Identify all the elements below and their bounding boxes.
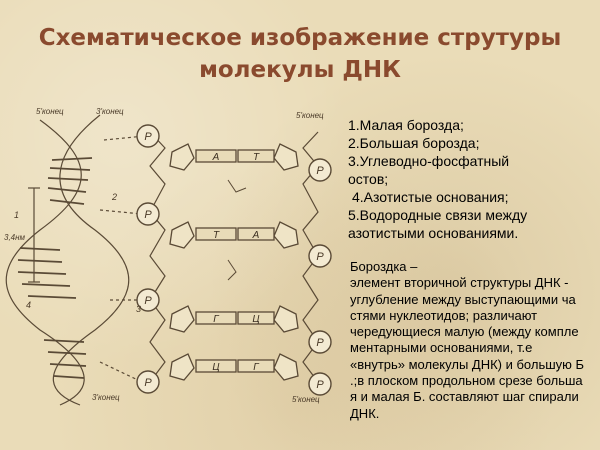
title-line-2: молекулы ДНК [199,57,401,83]
phosphate-label: P [316,337,324,349]
helix-strand-1 [5,119,85,406]
description-line: ДНК. [350,405,380,421]
helix-rungs [17,157,93,379]
legend-item-5-cont: азотистыми основаниями. [348,225,519,241]
base-pairs [195,149,275,373]
description-text: Бороздка – элемент вторичной структуры Д… [350,259,600,422]
legend-item-2: 2.Большая борозда; [348,135,480,151]
dna-diagram: P P P P P P P P А Т Т А Г Ц Ц Г [4,107,332,406]
base-label-left-2: Т [213,230,220,241]
end-label-3-left: 3'конец [96,107,124,116]
legend-item-3-cont: остов; [348,171,389,187]
page-title: Схематическое изображение струтуры молек… [0,22,600,86]
helix-number-1: 1 [14,210,19,220]
left-backbone [149,131,166,383]
phosphate-label: P [316,165,324,177]
helix-number-3: 3 [136,304,141,314]
phosphate-label: P [144,295,152,307]
description-line: углубление между выступающими ча [350,291,576,307]
sugar-pentagons-left [169,143,195,381]
base-label-left-1: А [212,152,220,163]
base-label-right-1: Т [253,152,260,163]
description-line: стями нуклеотидов; различают [350,307,538,323]
phosphate-groups-right [308,158,332,396]
end-label-5-bottom: 5'конец [292,395,320,404]
base-label-left-3: Г [213,314,220,325]
helix-strand-2 [52,114,130,406]
base-label-left-4: Ц [212,362,219,373]
phosphate-label: P [316,379,324,391]
description-line: Бороздка – [350,259,418,274]
legend-item-4: 4.Азотистые основания; [352,189,509,205]
sugar-pentagons-right [273,143,299,381]
helix-number-4: 4 [26,300,31,310]
base-label-right-4: Г [253,362,260,373]
end-label-5-left: 5'конец [36,107,64,116]
description-line: ментарными основаниями, т.е [350,340,533,356]
title-line-1: Схематическое изображение струтуры [38,25,562,51]
legend-item-1: 1.Малая борозда; [348,117,464,133]
phosphate-label: P [144,377,152,389]
legend-item-3: 3.Углеводно-фосфатный [348,153,510,169]
legend-list: 1.Малая борозда; 2.Большая борозда; 3.Уг… [348,116,598,242]
base-label-right-3: Ц [252,314,259,325]
phosphate-label: P [144,131,152,143]
orientation-marks [227,179,247,281]
description-line: я и малая Б. составляют шаг спирали [350,389,579,405]
phosphate-groups-left [136,124,160,394]
base-label-right-2: А [252,230,260,241]
description-line: элемент вторичной структуры ДНК - [350,275,569,291]
helix-number-2: 2 [111,192,117,202]
legend-item-5: 5.Водородные связи между [348,207,528,223]
end-label-3-bottom: 3'конец [92,393,120,402]
phosphate-label: P [144,209,152,221]
end-label-5-right: 5'конец [296,111,324,120]
description-line: чередующиеся малую (между компле [350,324,579,340]
phosphate-label: P [316,251,324,263]
measure-label: 3,4нм [4,233,26,242]
description-line: .;в плоском продольном срезе больша [350,373,583,389]
description-line: «внутрь» молекулы ДНК) и большую Б [350,356,585,372]
